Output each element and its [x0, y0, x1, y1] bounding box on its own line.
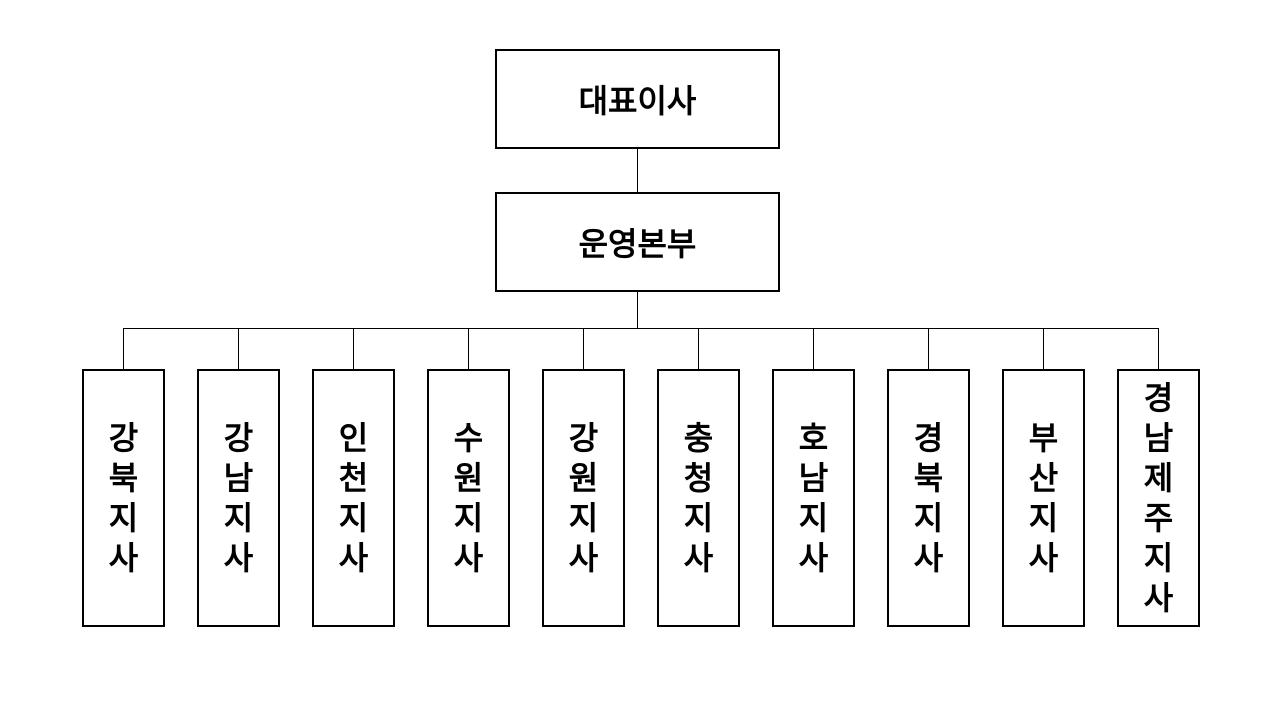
org-node-branch-gangwon: 강원지사: [542, 369, 625, 627]
branch-label: 충청지사: [683, 420, 714, 576]
org-node-branch-gangbuk: 강북지사: [82, 369, 165, 627]
connector-drop-6: [698, 328, 699, 369]
bus-line: [123, 328, 1159, 329]
branch-label: 경북지사: [913, 420, 944, 576]
connector-drop-2: [238, 328, 239, 369]
connector-drop-1: [123, 328, 124, 369]
branch-label: 강남지사: [223, 420, 254, 576]
ceo-label: 대표이사: [578, 83, 697, 119]
branch-label: 수원지사: [453, 420, 484, 576]
org-node-branch-honam: 호남지사: [772, 369, 855, 627]
connector-hq-bus: [637, 292, 638, 328]
org-node-hq: 운영본부: [495, 192, 780, 292]
org-node-branch-gangnam: 강남지사: [197, 369, 280, 627]
org-node-branch-gyeongnam-jeju: 경남제주지사: [1117, 369, 1200, 627]
connector-drop-10: [1158, 328, 1159, 369]
org-node-ceo: 대표이사: [495, 49, 780, 149]
org-node-branch-gyeongbuk: 경북지사: [887, 369, 970, 627]
org-node-branch-busan: 부산지사: [1002, 369, 1085, 627]
hq-label: 운영본부: [578, 226, 697, 262]
branch-label: 인천지사: [338, 420, 369, 576]
connector-drop-3: [353, 328, 354, 369]
connector-drop-4: [468, 328, 469, 369]
branch-label: 부산지사: [1028, 420, 1059, 576]
branch-label: 강원지사: [568, 420, 599, 576]
connector-drop-7: [813, 328, 814, 369]
org-node-branch-suwon: 수원지사: [427, 369, 510, 627]
connector-drop-8: [928, 328, 929, 369]
org-node-branch-incheon: 인천지사: [312, 369, 395, 627]
branch-label: 호남지사: [798, 420, 829, 576]
org-node-branch-chungcheong: 충청지사: [657, 369, 740, 627]
branch-label: 강북지사: [108, 420, 139, 576]
connector-drop-9: [1043, 328, 1044, 369]
branch-label: 경남제주지사: [1143, 380, 1174, 616]
connector-root-hq: [637, 149, 638, 192]
connector-drop-5: [583, 328, 584, 369]
